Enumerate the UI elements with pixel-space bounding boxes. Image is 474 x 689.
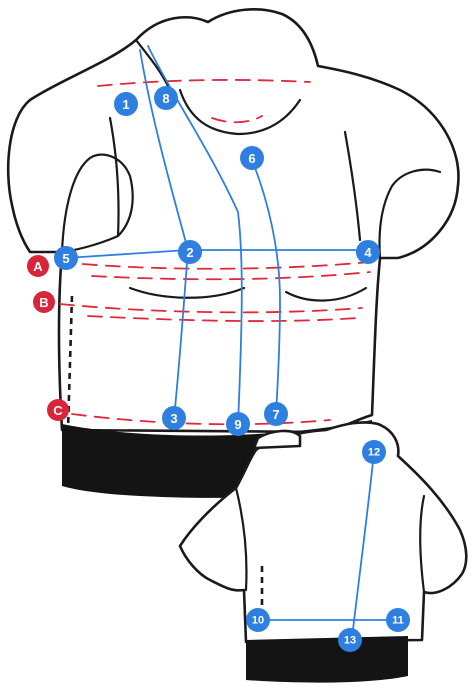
marker-red-B: B xyxy=(33,291,55,313)
marker-label: B xyxy=(39,295,48,310)
marker-label: 5 xyxy=(62,251,69,266)
marker-blue-11: 11 xyxy=(386,608,410,632)
marker-blue-3: 3 xyxy=(162,406,186,430)
marker-label: 6 xyxy=(248,151,255,166)
marker-blue-2: 2 xyxy=(178,240,202,264)
marker-label: 12 xyxy=(368,447,380,459)
marker-label: 4 xyxy=(364,245,372,260)
marker-label: A xyxy=(33,259,43,274)
marker-blue-4: 4 xyxy=(356,240,380,264)
marker-label: 11 xyxy=(392,615,404,627)
marker-label: 7 xyxy=(272,407,279,422)
marker-label: 8 xyxy=(162,91,169,106)
marker-blue-12: 12 xyxy=(362,440,386,464)
marker-blue-6: 6 xyxy=(240,146,264,170)
marker-label: C xyxy=(53,403,63,418)
marker-label: 13 xyxy=(344,635,356,647)
marker-label: 2 xyxy=(186,245,193,260)
marker-blue-8: 8 xyxy=(154,86,178,110)
marker-red-C: C xyxy=(47,399,69,421)
marker-label: 9 xyxy=(234,417,241,432)
marker-label: 1 xyxy=(122,97,129,112)
marker-blue-7: 7 xyxy=(264,402,288,426)
back-collar-tab xyxy=(254,431,300,448)
back-waistband xyxy=(246,636,408,683)
marker-blue-5: 5 xyxy=(54,246,78,270)
marker-red-A: A xyxy=(27,255,49,277)
marker-label: 3 xyxy=(170,411,177,426)
front-torso-outline xyxy=(8,9,458,432)
marker-label: 10 xyxy=(252,615,264,627)
marker-blue-10: 10 xyxy=(246,608,270,632)
marker-blue-9: 9 xyxy=(226,412,250,436)
marker-blue-1: 1 xyxy=(114,92,138,116)
marker-blue-13: 13 xyxy=(338,628,362,652)
